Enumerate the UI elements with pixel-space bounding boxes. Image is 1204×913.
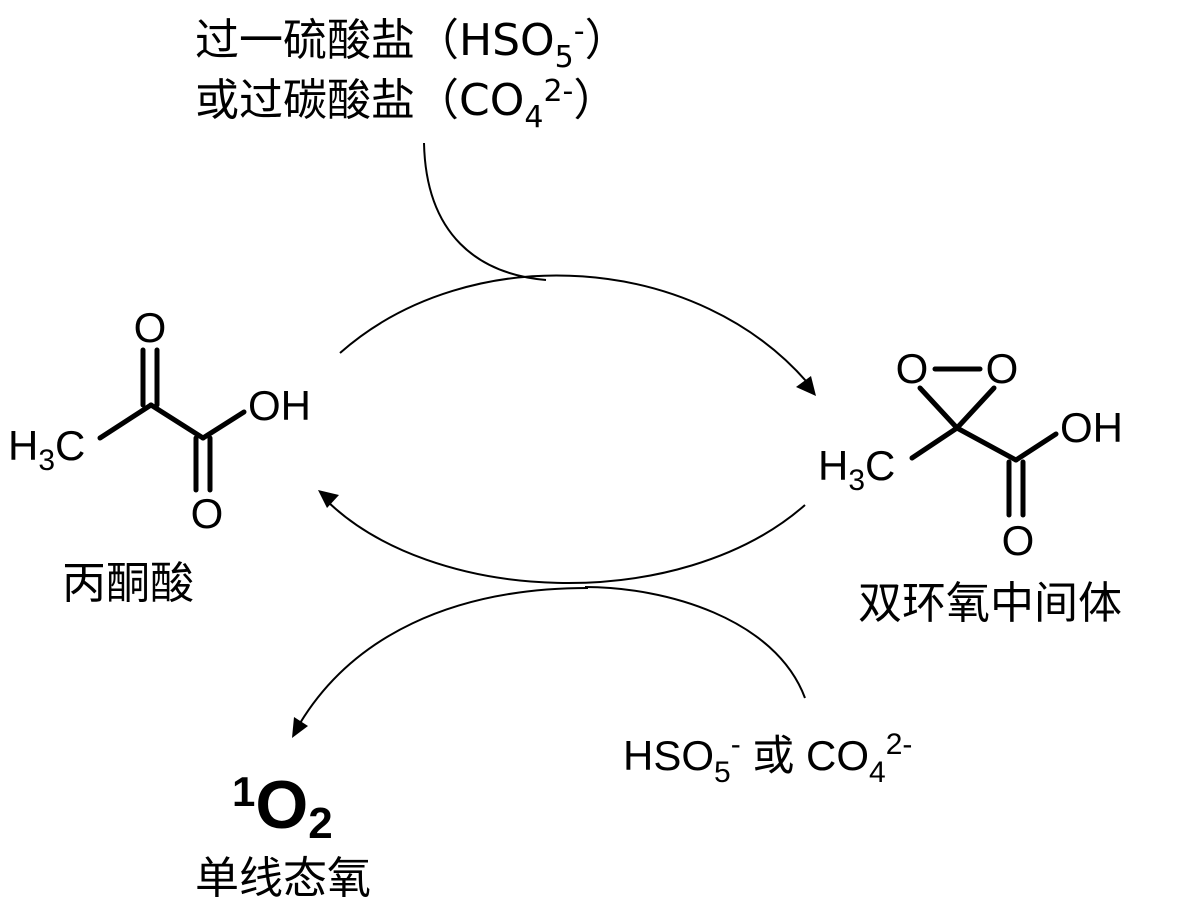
dioxirane-bond-cc xyxy=(954,425,1019,463)
pyruvic-hydroxyl: OH xyxy=(248,382,311,429)
dioxirane-bond-co-left xyxy=(917,385,960,431)
dioxirane-ring-o-right: O xyxy=(986,345,1019,392)
pyruvic-acid-caption: 丙酮酸 xyxy=(62,558,194,609)
pyruvic-carbonyl-o: O xyxy=(134,304,167,351)
pyruvic-acid-o: O xyxy=(191,490,224,537)
dioxirane-structure: O O OH H3C O xyxy=(818,345,1123,564)
reagent-top-incoming-curve xyxy=(423,142,547,281)
pyruvic-acid-structure: O OH H3C O xyxy=(8,304,311,537)
dioxirane-bond-co-right xyxy=(954,385,997,431)
release-arrow-curve xyxy=(295,587,589,731)
dioxirane-methyl: H3C xyxy=(818,442,895,497)
pyruvic-bond-methyl xyxy=(97,402,154,441)
dioxirane-acid-o: O xyxy=(1002,517,1035,564)
reagent-bottom-label: HSO5- 或 CO42- xyxy=(623,728,912,789)
dioxirane-ring-o-left: O xyxy=(896,345,929,392)
reagent-bottom-incoming-curve xyxy=(584,586,806,699)
dioxirane-bond-methyl xyxy=(909,425,960,461)
release-arrowhead-icon xyxy=(292,717,308,738)
reagent-top-line2: 或过碳酸盐（CO42-） xyxy=(195,74,617,135)
singlet-oxygen-formula: 1O2 xyxy=(232,767,333,848)
pyruvic-methyl: H3C xyxy=(8,422,85,477)
forward-arrowhead-icon xyxy=(796,376,816,396)
return-arrowhead-icon xyxy=(318,490,339,508)
dioxirane-hydroxyl: OH xyxy=(1060,404,1123,451)
singlet-oxygen-caption: 单线态氧 xyxy=(195,853,371,904)
arrows xyxy=(292,142,816,738)
dioxirane-bond-coh xyxy=(1013,431,1059,463)
pyruvic-bond-cc xyxy=(148,402,206,441)
return-arrow-curve xyxy=(323,497,806,584)
pyruvic-bond-coh xyxy=(200,409,247,441)
forward-arrow-curve xyxy=(339,274,813,389)
reagent-top-line1: 过一硫酸盐（HSO5-） xyxy=(195,14,629,75)
dioxirane-caption: 双环氧中间体 xyxy=(858,578,1122,629)
reagent-top-label: 过一硫酸盐（HSO5-） 或过碳酸盐（CO42-） xyxy=(195,14,629,135)
